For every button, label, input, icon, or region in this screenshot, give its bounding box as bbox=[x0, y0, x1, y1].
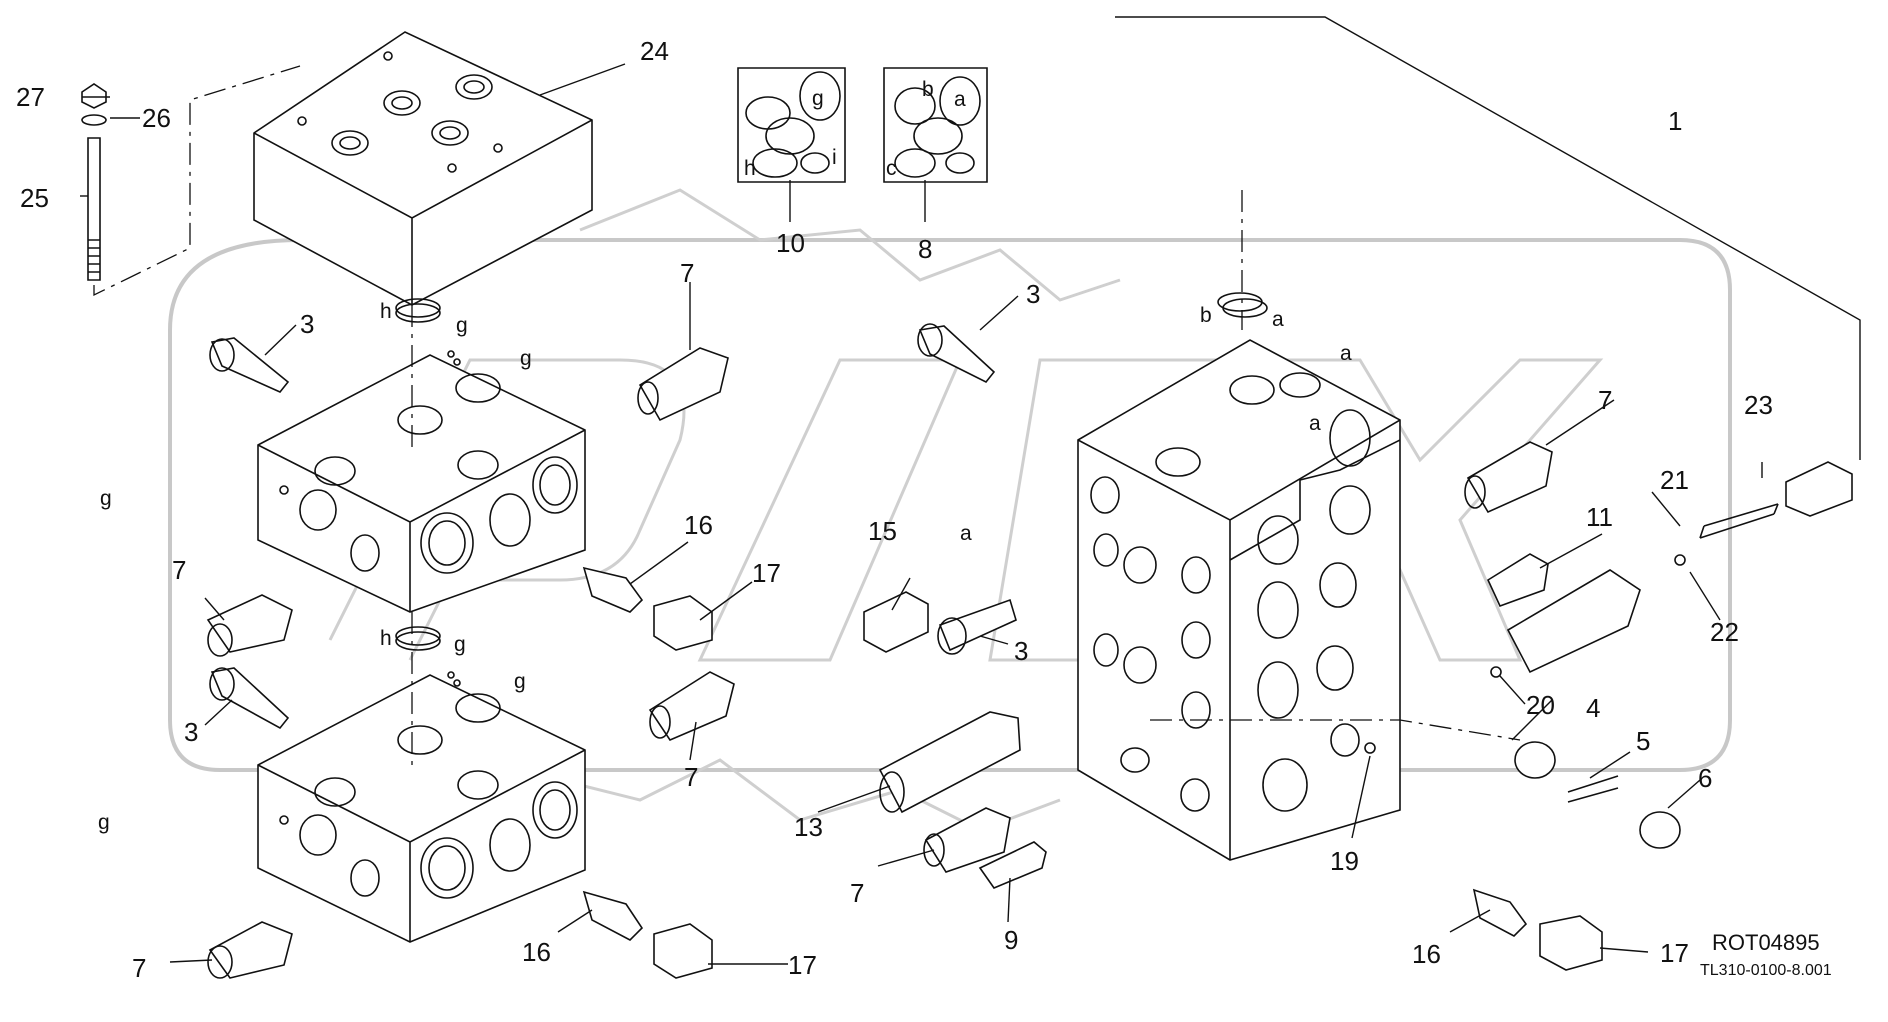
port-letter-a-inlet-1: a bbox=[1272, 308, 1284, 331]
callout-7-top: 7 bbox=[680, 258, 694, 288]
callout-3-top-left: 3 bbox=[300, 309, 314, 339]
callout-22: 19 bbox=[1330, 846, 1359, 876]
port-letter-h-lower: h bbox=[380, 627, 392, 650]
callout-3-lower-left: 3 bbox=[184, 717, 198, 747]
reference-codes: ROT04895 TL310-0100-8.001 bbox=[1700, 930, 1832, 979]
port-insert-10 bbox=[737, 67, 846, 183]
callout-5: 5 bbox=[1636, 726, 1650, 756]
inlet-section bbox=[1077, 292, 1401, 861]
callout-25: 25 bbox=[20, 183, 49, 213]
port-letter-a-inlet-3: a bbox=[1309, 412, 1321, 435]
callout-27: 27 bbox=[16, 82, 45, 112]
port-letter-g-upper-3: g bbox=[100, 487, 112, 510]
callout-16-lower: 16 bbox=[522, 937, 551, 967]
drawing-number: TL310-0100-8.001 bbox=[1700, 962, 1832, 979]
callout-labels: 24 27 26 25 1 10 8 7 3 3 7 23 21 11 22 1… bbox=[16, 36, 1773, 983]
callout-21: 20 bbox=[1526, 690, 1555, 720]
callout-11: 11 bbox=[1586, 502, 1613, 532]
port-letter-c-insert: c bbox=[886, 157, 897, 180]
port-letter-b-insert: b bbox=[922, 78, 934, 101]
callout-3-middle: 3 bbox=[1014, 636, 1028, 666]
callout-6: 6 bbox=[1698, 763, 1712, 793]
port-letter-g-lower-2: g bbox=[514, 670, 526, 693]
callout-26: 26 bbox=[142, 103, 171, 133]
callout-3-top-right: 3 bbox=[1026, 279, 1040, 309]
callout-17-lower: 17 bbox=[788, 950, 817, 980]
callout-9: 9 bbox=[1004, 925, 1018, 955]
port-letter-b-inlet: b bbox=[1200, 304, 1212, 327]
callout-1: 1 bbox=[1668, 106, 1682, 136]
port-letter-labels: g h i a b c h g g g h g g g b a a a a bbox=[98, 78, 1352, 834]
upper-work-section bbox=[257, 298, 586, 613]
callout-20: 22 bbox=[1710, 617, 1739, 647]
callout-17-upper: 17 bbox=[752, 558, 781, 588]
port-letter-h-upper: h bbox=[380, 300, 392, 323]
callout-4: 4 bbox=[1586, 693, 1600, 723]
callout-15: 15 bbox=[868, 516, 897, 546]
callout-7-left: 7 bbox=[172, 555, 186, 585]
port-letter-g-lower-1: g bbox=[454, 633, 466, 656]
port-letter-g-upper-1: g bbox=[456, 314, 468, 337]
port-letter-i-insert: i bbox=[832, 146, 837, 169]
leader-lines bbox=[80, 63, 1763, 965]
port-letter-g-lower-3: g bbox=[98, 811, 110, 834]
reference-code: ROT04895 bbox=[1712, 930, 1820, 955]
port-letter-a-inlet-2: a bbox=[1340, 342, 1352, 365]
port-letter-a-insert: a bbox=[954, 88, 966, 111]
callout-7-bottom-left: 7 bbox=[132, 953, 146, 983]
callout-7-middle: 7 bbox=[684, 762, 698, 792]
tie-bolt-assembly bbox=[81, 65, 301, 297]
callout-7-right: 7 bbox=[1598, 385, 1612, 415]
callout-13: 13 bbox=[794, 812, 823, 842]
callout-16-upper: 16 bbox=[684, 510, 713, 540]
callout-16-right: 16 bbox=[1412, 939, 1441, 969]
callout-8: 8 bbox=[918, 234, 932, 264]
callout-24: 24 bbox=[640, 36, 669, 66]
spools-and-valves bbox=[206, 190, 1853, 979]
port-letter-g-upper-2: g bbox=[520, 347, 532, 370]
port-letter-a-inlet-4: a bbox=[960, 522, 972, 545]
lower-work-section bbox=[257, 626, 586, 943]
callout-10: 10 bbox=[776, 228, 805, 258]
port-letter-g-insert: g bbox=[812, 87, 824, 110]
port-letter-h-insert: h bbox=[744, 157, 756, 180]
port-insert-8 bbox=[883, 67, 988, 183]
assembly-bracket bbox=[1115, 16, 1861, 460]
cover-plate-24 bbox=[253, 31, 593, 306]
callout-17-right: 17 bbox=[1660, 938, 1689, 968]
callout-19: 21 bbox=[1660, 465, 1689, 495]
callout-7-bottom-middle: 7 bbox=[850, 878, 864, 908]
callout-23: 23 bbox=[1744, 390, 1773, 420]
